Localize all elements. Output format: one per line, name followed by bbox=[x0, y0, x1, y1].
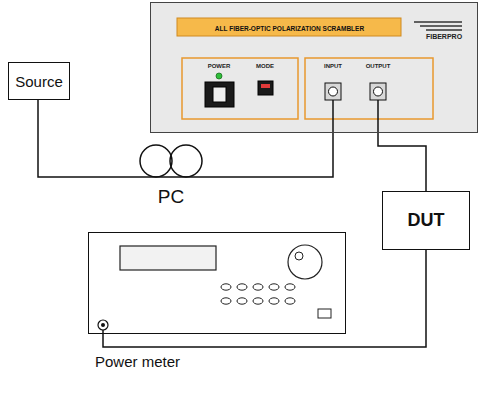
meter-key bbox=[269, 284, 279, 290]
input-connector bbox=[325, 83, 341, 100]
port-label: INPUT bbox=[324, 63, 342, 69]
meter-input-jack bbox=[98, 320, 108, 330]
logo-line bbox=[426, 29, 462, 31]
meter-small-button bbox=[318, 309, 331, 318]
meter-knob-grip bbox=[295, 252, 303, 260]
output-fiber-stub bbox=[377, 100, 379, 133]
power-meter-body: Power meter bbox=[88, 232, 346, 334]
edge-label: PC bbox=[156, 186, 186, 208]
output-connector-port bbox=[374, 87, 383, 96]
input-fiber-stub bbox=[332, 100, 334, 133]
fiber-connector bbox=[378, 133, 426, 191]
meter-keypad bbox=[221, 284, 295, 304]
mode-switch bbox=[258, 81, 273, 95]
housing-fill bbox=[150, 2, 478, 133]
meter-knob bbox=[288, 245, 322, 279]
fiber-connector bbox=[103, 250, 426, 347]
control-label: MODE bbox=[256, 63, 274, 69]
logo-line bbox=[414, 21, 462, 23]
meter-key bbox=[269, 298, 279, 304]
mode-switch-knob bbox=[261, 84, 270, 88]
logo-line bbox=[420, 25, 462, 27]
meter-key bbox=[237, 298, 247, 304]
meter-key bbox=[285, 284, 295, 290]
port-panel bbox=[305, 58, 433, 119]
input-connector-port bbox=[329, 87, 338, 96]
meter-key bbox=[285, 298, 295, 304]
power-switch-rocker bbox=[213, 87, 226, 102]
power-switch bbox=[205, 82, 234, 107]
box-label: Source bbox=[15, 73, 63, 90]
meter-key bbox=[253, 298, 263, 304]
pc-coil bbox=[140, 145, 172, 177]
pc-coil bbox=[170, 145, 202, 177]
box-label: DUT bbox=[408, 210, 445, 231]
power-led bbox=[216, 73, 222, 79]
meter-key bbox=[221, 284, 231, 290]
meter-input-jack-core bbox=[101, 323, 105, 327]
meter-key bbox=[221, 298, 231, 304]
meter-key bbox=[253, 284, 263, 290]
dut-box: DUT bbox=[382, 191, 470, 250]
brand-logo: FIBERPRO bbox=[426, 33, 462, 40]
output-connector bbox=[370, 83, 386, 100]
fiber-connector bbox=[38, 100, 333, 177]
meter-display bbox=[120, 246, 216, 270]
control-panel bbox=[182, 58, 298, 119]
port-label: OUTPUT bbox=[366, 63, 391, 69]
scrambler-unit: ALL FIBER-OPTIC POLARIZATION SCRAMBLER bbox=[150, 2, 478, 133]
instrument-label: Power meter bbox=[95, 353, 180, 370]
source-box: Source bbox=[8, 62, 70, 100]
control-label: POWER bbox=[208, 63, 231, 69]
meter-key bbox=[237, 284, 247, 290]
title-bar bbox=[177, 18, 401, 36]
instrument-title: ALL FIBER-OPTIC POLARIZATION SCRAMBLER bbox=[178, 19, 401, 37]
